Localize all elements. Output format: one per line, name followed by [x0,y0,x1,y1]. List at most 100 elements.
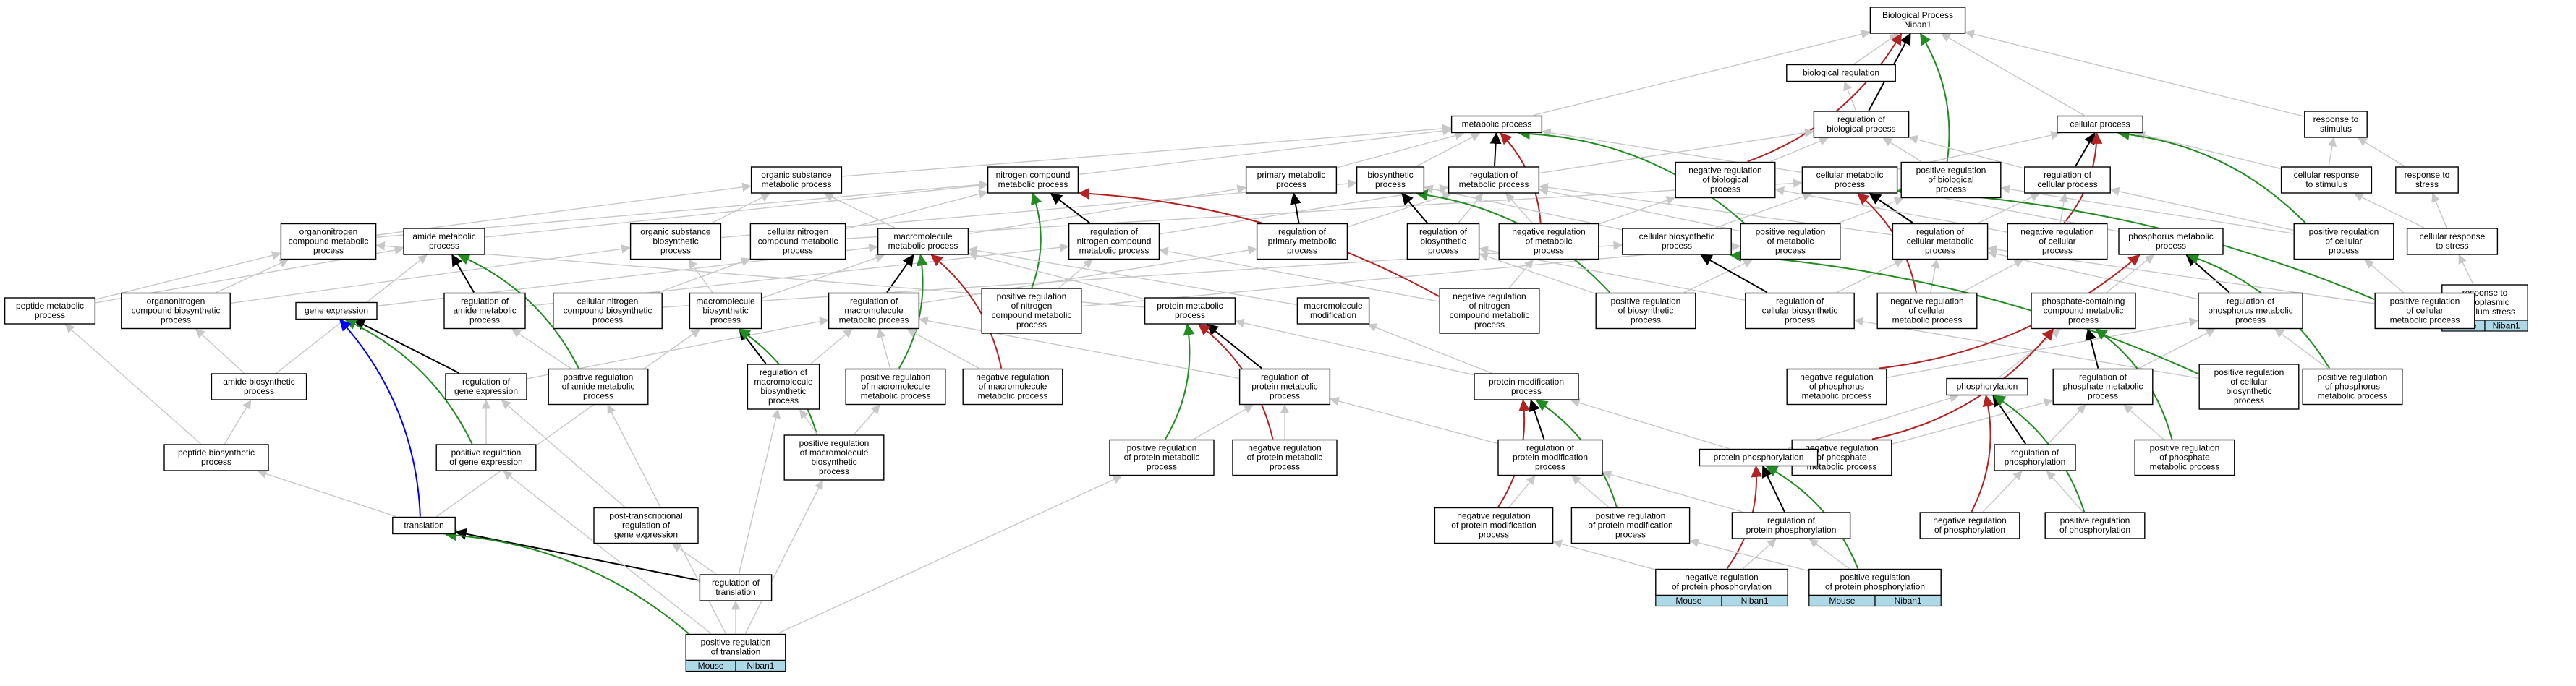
term-label-line: primary metabolic [1257,170,1326,180]
go-term-metabolic[interactable]: metabolic process [1450,115,1543,134]
edge-is-a-pos-reg-bp-to-reg-bp [1882,137,1922,163]
go-term-prot-phosphorylation[interactable]: protein phosphorylation [1699,448,1819,467]
term-label-line: process [2068,315,2099,325]
go-term-phosphorylation[interactable]: phosphorylation [1946,377,2028,396]
go-term-translation[interactable]: translation [392,516,456,535]
go-term-biol-reg[interactable]: biological regulation [1786,64,1896,82]
term-label-line: phosphorylation [1957,382,2018,392]
edge-is-a-neg-reg-phos-met-to-reg-phos-met [1887,317,2199,378]
term-label-line: process [1175,310,1205,320]
term-box [1450,115,1543,134]
term-label-line: process [1925,246,1955,256]
edge-is-a-neg-reg-macro-met-to-reg-macro-met [906,328,979,369]
term-label-line: cellular biosynthetic [1639,231,1715,241]
term-box [1731,512,1851,539]
term-box [1238,368,1331,406]
go-term-gene-expr[interactable]: gene expression [295,301,378,320]
term-label-line: phosphorus metabolic [2128,231,2213,241]
edge-part-of-reg-met-to-metabolic [1489,132,1502,167]
term-box [1699,448,1819,467]
term-label-line: of amide metabolic [562,382,635,392]
go-term-cellular-proc[interactable]: cellular process [2057,115,2143,134]
term-label-line: primary metabolic [1268,236,1337,246]
go-term-reg-macro-bios[interactable]: regulation ofmacromoleculebiosyntheticpr… [747,364,820,410]
